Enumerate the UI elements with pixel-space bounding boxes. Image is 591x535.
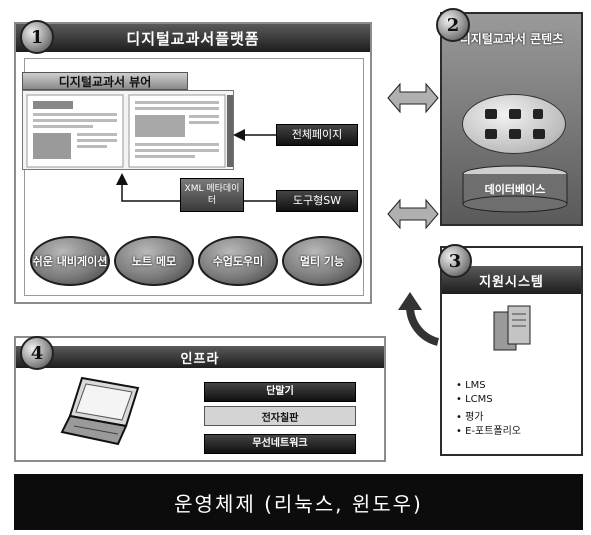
- content-section: 디지털교과서 콘텐츠 데이터베이스: [440, 12, 583, 226]
- platform-title: 디지털교과서플랫폼: [126, 29, 260, 48]
- xml-metadata-box: XML 메타데이터: [180, 178, 244, 212]
- server-icon: [493, 305, 531, 351]
- full-page-box: 전체페이지: [276, 124, 358, 146]
- platform-header: 디지털교과서플랫폼: [16, 24, 370, 52]
- infrastructure-section: 인프라 단말기 전자칠판 무선네트워크: [14, 336, 386, 462]
- infrastructure-header: 인프라: [16, 346, 384, 368]
- database-label: 데이터베이스: [484, 183, 546, 196]
- support-item-eportfolio: • E-포트폴리오: [456, 426, 522, 437]
- image-icon: [533, 129, 545, 139]
- support-item-evaluation: • 평가: [456, 412, 484, 423]
- tool-sw-box: 도구형SW: [276, 190, 358, 212]
- feature-oval-multi-function: 멀티 기능: [282, 236, 362, 286]
- viewer-title: 디지털교과서 뷰어: [22, 72, 188, 90]
- users-icon: [509, 129, 521, 139]
- section-number-3: 3: [438, 244, 472, 278]
- viewer-page-illustration: [26, 94, 233, 168]
- double-arrow-bottom-icon: [387, 198, 439, 230]
- double-arrow-top-icon: [387, 82, 439, 114]
- curved-arrow-icon: [398, 292, 440, 346]
- section-number-2: 2: [436, 8, 470, 42]
- feature-oval-class-helper: 수업도우미: [198, 236, 278, 286]
- content-title: 디지털교과서 콘텐츠: [459, 32, 564, 46]
- database-icon: [462, 165, 568, 213]
- operating-system-bar: 운영체제 (리눅스, 윈도우): [14, 474, 583, 530]
- video-icon: [485, 109, 497, 119]
- section-number-4: 4: [20, 336, 54, 370]
- infra-bar-device: 단말기: [204, 382, 356, 402]
- support-item-lms: • LMS: [456, 380, 486, 391]
- feature-oval-note-memo: 노트 메모: [114, 236, 194, 286]
- laptop-icon: [60, 376, 140, 446]
- feature-oval-navigation: 쉬운 내비게이션: [30, 236, 110, 286]
- support-item-lcms: • LCMS: [456, 394, 493, 405]
- section-number-1: 1: [20, 20, 54, 54]
- xml-to-viewer-arrow: [116, 173, 180, 202]
- content-icons-cluster: [462, 94, 566, 154]
- support-system-section: 지원시스템 • LMS • LCMS • 평가 • E-포트폴리오: [440, 246, 583, 456]
- pen-icon: [485, 129, 497, 139]
- platform-body: [24, 58, 364, 296]
- infra-bar-wireless: 무선네트워크: [204, 434, 356, 454]
- viewer-screenshot: [22, 90, 234, 170]
- infra-bar-whiteboard: 전자칠판: [204, 406, 356, 426]
- book-icon: [509, 109, 521, 119]
- speaker-icon: [533, 109, 543, 119]
